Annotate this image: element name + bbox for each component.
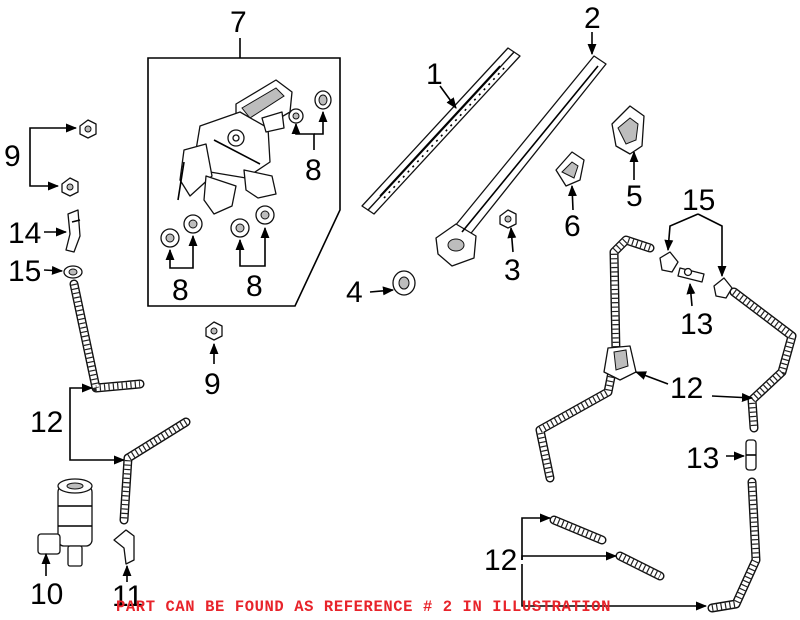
connector-13-lower[interactable]: [745, 439, 757, 471]
nut-9-top[interactable]: [79, 119, 97, 139]
hose-12-left-upper[interactable]: [69, 279, 145, 393]
grommet-8-left-a[interactable]: [160, 228, 180, 248]
hose-12-left-lower[interactable]: [119, 417, 191, 525]
callout-4: 4: [346, 276, 363, 309]
clip-15-right-b[interactable]: [713, 277, 733, 299]
callout-1: 1: [426, 58, 443, 91]
wiper-blade[interactable]: [361, 47, 521, 215]
callout-12-bottom: 12: [484, 544, 517, 577]
connector-13-upper[interactable]: [677, 267, 705, 283]
callout-8-top: 8: [305, 154, 322, 187]
callout-10: 10: [30, 578, 63, 611]
hose-12-right-tee[interactable]: [603, 345, 637, 381]
callout-8-right: 8: [246, 270, 263, 303]
connector-14[interactable]: [65, 209, 81, 253]
nut-9-bottom[interactable]: [205, 321, 223, 341]
callout-15-right: 15: [682, 184, 715, 217]
callout-labels: 7 1 2 8 5 9 6 15 14 3 15 4 8 8 13 9 12 1…: [4, 2, 719, 613]
arm-cap-5[interactable]: [611, 105, 645, 155]
callout-11: 11: [112, 580, 143, 613]
wiper-motor-assembly[interactable]: [177, 79, 293, 215]
nut-9-lower[interactable]: [61, 177, 79, 197]
callout-7: 7: [230, 6, 247, 39]
callout-13-upper: 13: [680, 308, 713, 341]
hose-12-short-b[interactable]: [615, 551, 665, 581]
wiper-arm[interactable]: [435, 55, 607, 267]
motor-group-frame: [147, 57, 341, 307]
grommet-8-top[interactable]: [314, 90, 332, 110]
callout-6: 6: [564, 210, 581, 243]
grommet-8-right-a[interactable]: [230, 218, 250, 238]
leader-lines: [29, 32, 754, 611]
grommet-8-right-b[interactable]: [255, 205, 275, 225]
clip-15-left[interactable]: [63, 265, 83, 279]
callout-12-right: 12: [670, 372, 703, 405]
reference-note: PART CAN BE FOUND AS REFERENCE # 2 IN IL…: [116, 598, 611, 616]
washer-pump-10[interactable]: [37, 478, 93, 567]
callout-2: 2: [584, 2, 601, 35]
nut-3[interactable]: [499, 209, 517, 229]
callout-9-top: 9: [4, 140, 21, 173]
grommet-8-mid[interactable]: [288, 108, 304, 124]
callout-13-lower: 13: [686, 442, 719, 475]
grommet-4[interactable]: [392, 270, 416, 296]
callout-14: 14: [8, 217, 41, 250]
callout-5: 5: [626, 180, 643, 213]
arm-cap-6[interactable]: [555, 151, 585, 187]
callout-12-left: 12: [30, 406, 63, 439]
hose-12-bottom-right[interactable]: [707, 477, 761, 613]
callout-9-bottom: 9: [204, 368, 221, 401]
callout-8-left: 8: [172, 274, 189, 307]
callout-3: 3: [504, 254, 521, 287]
callout-15-left: 15: [8, 255, 41, 288]
clip-15-right-a[interactable]: [659, 251, 679, 273]
hose-12-right-side[interactable]: [729, 287, 797, 433]
hose-12-short-a[interactable]: [549, 515, 607, 545]
connector-11[interactable]: [113, 529, 135, 565]
grommet-8-left-b[interactable]: [183, 214, 203, 234]
